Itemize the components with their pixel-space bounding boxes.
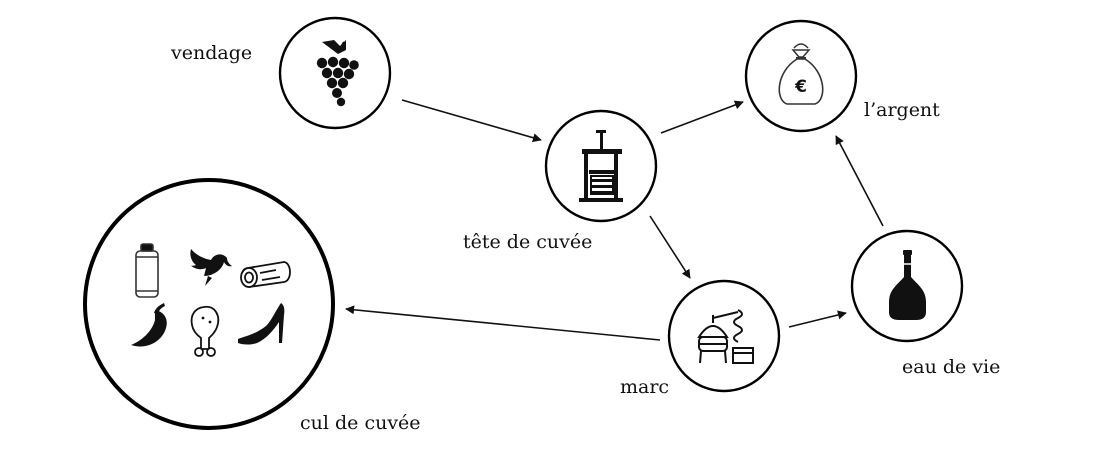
edges [345, 99, 884, 341]
node-tete-de-cuvee: tête de cuvée [463, 109, 658, 253]
node-label-cul: cul de cuvée [300, 412, 421, 434]
chili-pepper-icon [131, 303, 167, 347]
high-heel-icon [238, 303, 285, 345]
chicken-leg-icon [190, 305, 220, 357]
node-argent: € l’argent [744, 19, 940, 133]
can-icon [135, 243, 159, 298]
log-icon [240, 261, 291, 288]
node-label-tete: tête de cuvée [463, 231, 592, 253]
edge-tete-to-marc [649, 215, 691, 279]
node-label-eaudevie: eau de vie [902, 356, 1000, 378]
distillery-still-icon [697, 309, 754, 364]
edge-vendage-to-tete [401, 99, 542, 143]
node-cul-de-cuvee: cul de cuvée [83, 178, 421, 434]
node-label-vendage: vendage [170, 42, 252, 64]
edge-tete-to-argent [660, 100, 744, 134]
money-bag-icon [778, 43, 824, 105]
bottle-icon [889, 250, 926, 320]
node-label-marc: marc [620, 376, 669, 398]
edge-marc-to-cul [345, 305, 661, 341]
euro-sign: € [794, 77, 807, 97]
node-cul-circle [83, 178, 335, 430]
edge-marc-to-eaudevie [788, 310, 847, 328]
wine-press-icon [579, 130, 623, 202]
node-tete-circle [544, 109, 658, 223]
bird-icon [190, 249, 232, 286]
edge-eaudevie-to-argent [835, 135, 884, 227]
node-label-argent: l’argent [864, 99, 940, 121]
node-marc: marc [620, 279, 781, 398]
grapes-icon [316, 40, 359, 107]
node-vendage: vendage [170, 16, 392, 130]
node-eau-de-vie: eau de vie [850, 229, 1000, 378]
